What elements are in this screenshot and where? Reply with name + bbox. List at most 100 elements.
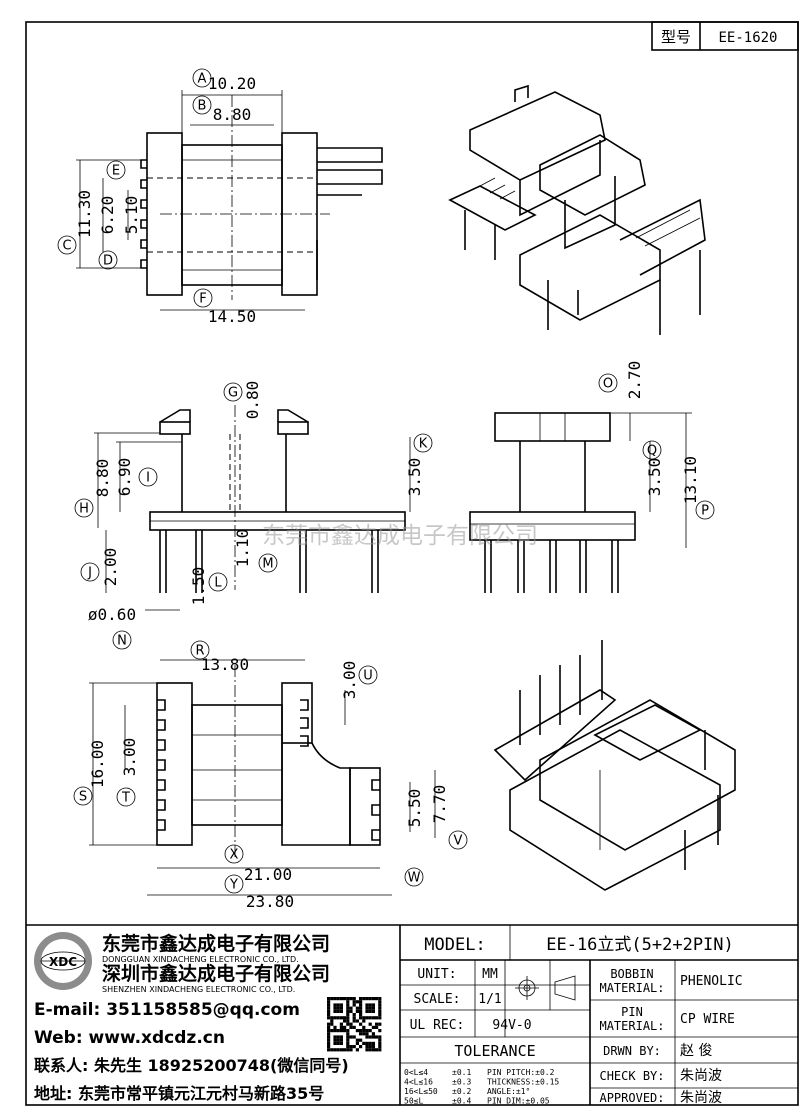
top-view-dimensions: 10.20 8.80 11.30 6.20 5.10 14.50: [75, 74, 305, 326]
callout-letter-o: O: [603, 377, 613, 392]
dim-t: 3.00: [120, 738, 139, 777]
callout-y: Y: [224, 874, 244, 894]
callout-f: F: [193, 288, 213, 308]
callout-letter-g: G: [228, 386, 238, 401]
model-value: EE-16立式(5+2+2PIN): [546, 935, 734, 955]
dim-f: 14.50: [208, 307, 256, 326]
callout-q: Q: [642, 440, 662, 460]
drwn-value: 赵 俊: [680, 1043, 712, 1059]
callout-n: N: [112, 630, 132, 650]
callout-p: P: [695, 500, 715, 520]
company-logo: XDC: [34, 932, 92, 990]
callout-j: J: [80, 562, 100, 582]
tolerance-cell-0-1: ±0.1: [452, 1068, 471, 1077]
tolerance-cell-1-0: 4<L≤16: [404, 1078, 433, 1087]
scale-label: SCALE:: [414, 992, 461, 1007]
tolerance-cell-0-2: PIN PITCH:±0.2: [487, 1068, 555, 1077]
company-name-dongguan-en: DONGGUAN XINDACHENG ELECTRONIC CO., LTD.: [102, 955, 299, 964]
front-view-dimensions: 8.80 6.90 0.80 3.50 2.00 1.50 1.10 ø0.60: [88, 381, 424, 624]
iso-view-bottom: [493, 640, 736, 891]
callout-r: R: [190, 640, 210, 660]
front-view: [149, 405, 406, 593]
callout-letter-y: Y: [229, 878, 238, 893]
tolerance-cell-0-0: 0<L≤4: [404, 1068, 428, 1077]
callout-letter-c: C: [62, 239, 71, 254]
check-label: CHECK BY:: [599, 1069, 664, 1083]
company-name-dongguan: 东莞市鑫达成电子有限公司: [102, 932, 330, 955]
dim-u: 3.00: [340, 661, 359, 700]
dim-w: 5.50: [405, 789, 424, 828]
dim-b: 8.80: [213, 105, 252, 124]
callout-letter-m: M: [262, 557, 273, 572]
dim-j: 2.00: [101, 548, 120, 587]
callout-letter-k: K: [419, 437, 428, 452]
callout-letter-j: J: [87, 566, 92, 581]
tolerance-cell-2-1: ±0.2: [452, 1087, 471, 1096]
model-label: MODEL:: [424, 935, 485, 955]
company-contact: 联系人: 朱先生 18925200748(微信同号): [34, 1056, 349, 1075]
dim-v: 7.70: [430, 785, 449, 824]
callout-b: B: [192, 95, 212, 115]
dim-e: 6.20: [98, 196, 117, 235]
watermark-text: 东莞市鑫达成电子有限公司: [262, 523, 538, 549]
ulrec-label: UL REC:: [410, 1018, 465, 1033]
callout-letter-w: W: [408, 871, 421, 886]
projection-symbol: [515, 975, 576, 1001]
title-block: MODEL: EE-16立式(5+2+2PIN) UNIT: MM SCALE:…: [26, 924, 798, 1106]
company-block: XDC 东莞市鑫达成电子有限公司 DONGGUAN XINDACHENG ELE…: [34, 932, 382, 1103]
callout-letter-l: L: [214, 576, 222, 591]
qr-code: [327, 997, 382, 1052]
header-box: 型号 EE-1620: [651, 21, 799, 51]
type-label: 型号: [661, 28, 691, 46]
callout-c: C: [57, 235, 77, 255]
callout-i: I: [138, 467, 158, 487]
tolerance-cell-3-0: 50≤L: [404, 1097, 423, 1106]
callout-letter-t: T: [121, 791, 130, 806]
callout-d: D: [98, 250, 118, 270]
bottom-view: [156, 665, 381, 860]
tolerance-cell-3-1: ±0.4: [452, 1097, 471, 1106]
callout-letter-n: N: [117, 634, 127, 649]
dim-y: 23.80: [246, 892, 294, 911]
callout-k: K: [413, 433, 433, 453]
callout-o: O: [598, 373, 618, 393]
dim-d: 5.10: [122, 196, 141, 235]
unit-value: MM: [482, 967, 498, 982]
approved-label: APPROVED:: [599, 1091, 664, 1105]
dim-i: 6.90: [115, 458, 134, 497]
iso-view-top: [448, 84, 706, 335]
dim-h: 8.80: [93, 459, 112, 498]
side-view: [469, 412, 636, 593]
side-view-pins: [484, 540, 619, 593]
unit-label: UNIT:: [417, 967, 456, 982]
bobbin-label-1: BOBBIN: [610, 967, 653, 981]
drwn-label: DRWN BY:: [603, 1044, 661, 1058]
approved-value: 朱尚波: [680, 1090, 722, 1106]
callout-letter-p: P: [701, 504, 709, 519]
callout-g: G: [223, 382, 243, 402]
company-web: Web: www.xdcdz.cn: [34, 1028, 225, 1048]
part-number: EE-1620: [718, 30, 777, 46]
dim-r: 13.80: [201, 655, 249, 674]
tolerance-cell-3-2: PIN DIM:±0.05: [487, 1097, 550, 1106]
callout-h: H: [74, 498, 94, 518]
callout-letter-u: U: [363, 669, 373, 684]
bobbin-label-2: MATERIAL:: [599, 981, 664, 995]
callout-s: S: [73, 786, 93, 806]
callout-l: L: [208, 572, 228, 592]
callout-letter-q: Q: [647, 444, 657, 459]
company-name-shenzhen-en: SHENZHEN XINDACHENG ELECTRONIC CO., LTD.: [102, 985, 295, 994]
pin-label-2: MATERIAL:: [599, 1019, 664, 1033]
callout-letter-x: X: [230, 848, 239, 863]
callout-m: M: [258, 553, 278, 573]
callout-a: A: [192, 68, 212, 88]
dim-m: 1.10: [233, 529, 252, 568]
pin-label-1: PIN: [621, 1005, 643, 1019]
scale-value: 1/1: [478, 992, 501, 1007]
dim-p: 13.10: [681, 456, 700, 504]
dim-k: 3.50: [405, 458, 424, 497]
dim-l: 1.50: [189, 567, 208, 606]
